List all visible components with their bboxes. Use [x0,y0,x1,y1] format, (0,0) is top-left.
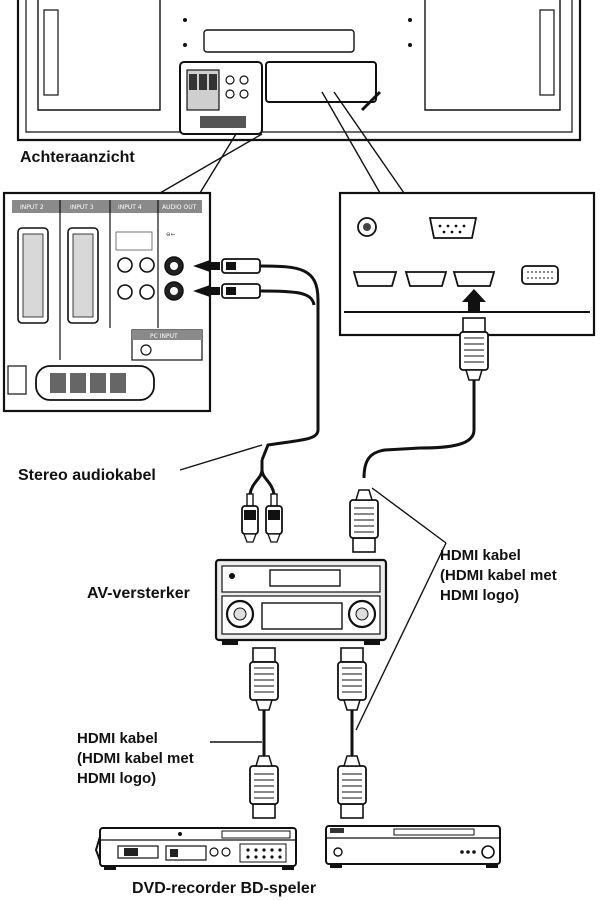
pc-input-label: PC INPUT [150,333,178,340]
rca-plug [265,493,283,543]
rca-plug [241,493,259,543]
audio-out-label: AUDIO OUT [162,204,197,211]
rca-plug-bottom [221,283,261,299]
dvd-recorder [94,827,298,870]
hdmi-left-label-line2: (HDMI kabel met [77,750,194,767]
input4-label: INPUT 4 [118,204,142,211]
arrow-up-icon [462,289,486,302]
hdmi-plug [337,755,367,819]
rca-plug-top [221,258,261,274]
hdmi-plug [349,489,379,553]
hdmi-left-label-line1: HDMI kabel [77,730,158,747]
input2-label: INPUT 2 [20,204,44,211]
input-panel-zoom: INPUT 2 INPUT 3 INPUT 4 AUDIO OUT ⊖← PC … [2,191,212,413]
hdmi-plug [249,647,279,711]
hdmi-port [352,271,398,287]
svg-text:⊖←: ⊖← [166,232,176,238]
hdmi-port [404,271,448,287]
arrow-icon [193,260,210,272]
bd-player [325,825,501,868]
stereo-audio-cable [248,264,320,495]
hdmi-plug [337,647,367,711]
hdmi-plug [249,755,279,819]
hdmi-panel-zoom [338,191,596,337]
hdmi-port [452,271,496,287]
callout-line-left [159,133,263,194]
av-amplifier [214,558,388,645]
hdmi-left-label-line3: HDMI logo) [77,770,156,787]
hdmi-right-label-line3: HDMI logo) [440,587,519,604]
callout-line-right [321,91,381,194]
arrow-icon [193,285,210,297]
stereo-cable-label: Stereo audiokabel [18,467,156,484]
hdmi-cable-tv-amp [362,380,476,479]
input3-label: INPUT 3 [70,204,94,211]
hdmi-plug [459,317,489,381]
hdmi-right-label-line1: HDMI kabel [440,547,521,564]
hdmi-right-label-line2: (HDMI kabel met [440,567,557,584]
tv-rear [16,0,582,142]
recorders-label: DVD-recorder BD-speler [132,880,316,897]
rear-view-label: Achteraanzicht [20,149,135,166]
amplifier-label: AV-versterker [87,585,190,602]
